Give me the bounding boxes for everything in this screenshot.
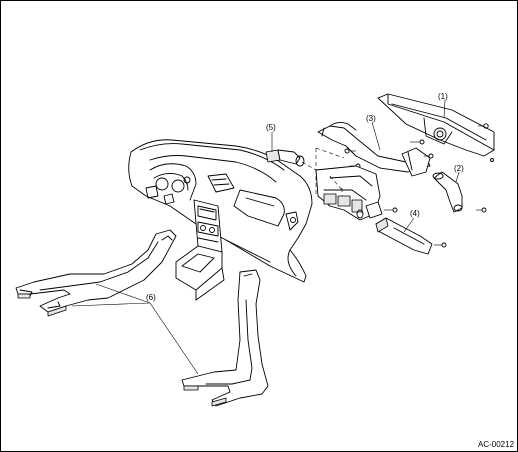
instrument-panel <box>128 139 313 301</box>
part-4-side-vent-duct <box>375 217 447 255</box>
callout-2: (2) <box>454 164 464 173</box>
callout-6: (6) <box>146 293 156 302</box>
part-5-center-duct <box>265 147 398 221</box>
part-3-side-duct <box>317 121 434 177</box>
callout-4: (4) <box>410 209 420 218</box>
callout-3: (3) <box>366 114 376 123</box>
part-1-defroster-duct <box>377 93 495 162</box>
callout-5: (5) <box>266 123 276 132</box>
callout-1: (1) <box>438 92 448 101</box>
part-2-short-duct <box>432 171 487 213</box>
part-6-rear-heater-ducts <box>15 229 269 407</box>
leader-lines <box>71 99 460 375</box>
figure-code: AC-00212 <box>478 440 515 449</box>
